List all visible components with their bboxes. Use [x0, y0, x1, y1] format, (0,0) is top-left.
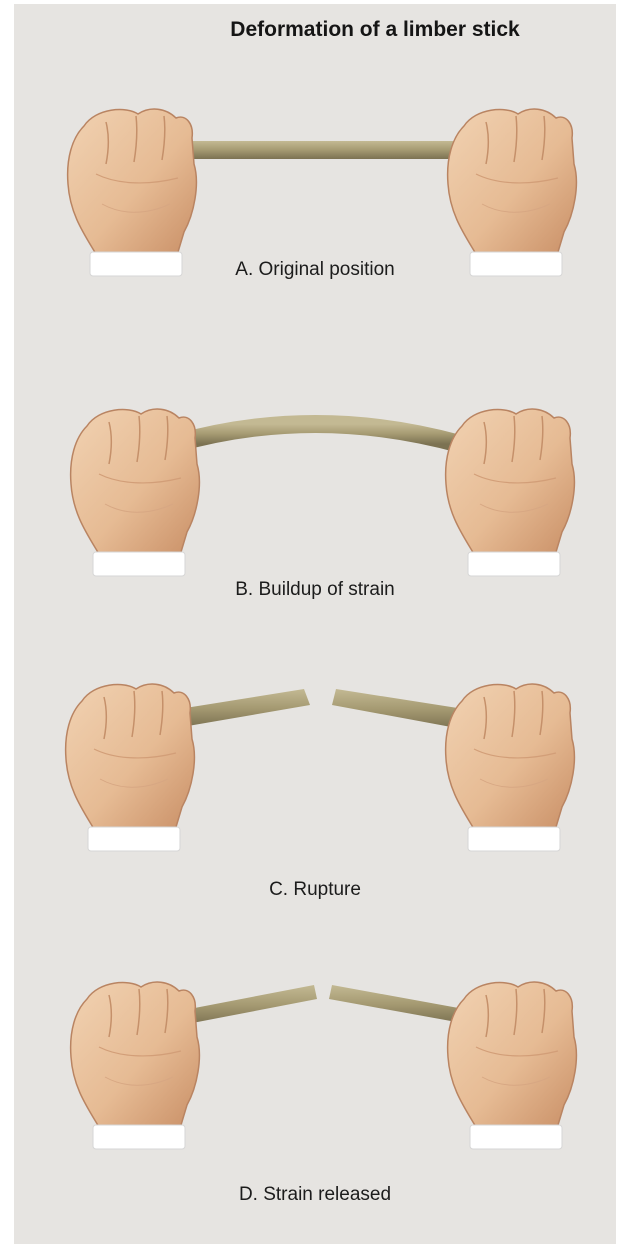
right-fist	[446, 409, 575, 576]
stick-intact	[174, 141, 460, 159]
panel-b-illustration	[14, 394, 616, 594]
panel-c-illustration	[14, 669, 616, 869]
caption-d: D. Strain released	[14, 1184, 616, 1206]
panel-rupture: C. Rupture	[14, 669, 616, 969]
stick-right-piece	[332, 689, 464, 729]
caption-a: A. Original position	[14, 259, 616, 281]
left-fist	[71, 982, 200, 1149]
stick-left-piece	[179, 689, 310, 727]
panel-d-illustration	[14, 969, 616, 1169]
right-fist	[446, 684, 575, 851]
left-fist	[68, 109, 197, 276]
panel-buildup-of-strain: B. Buildup of strain	[14, 394, 616, 694]
right-fist	[448, 982, 577, 1149]
left-fist	[71, 409, 200, 576]
panel-strain-released: D. Strain released	[14, 969, 616, 1253]
stick-bent	[174, 424, 460, 444]
caption-b: B. Buildup of strain	[14, 579, 616, 601]
right-fist	[448, 109, 577, 276]
panel-original-position: A. Original position	[14, 99, 616, 399]
stick-right-piece	[329, 985, 464, 1023]
diagram-title: Deformation of a limber stick	[14, 18, 616, 42]
diagram-frame: Deformation of a limber stick A. Origina…	[14, 4, 616, 1244]
caption-c: C. Rupture	[14, 879, 616, 901]
left-fist	[66, 684, 195, 851]
stick-left-piece	[179, 985, 317, 1025]
